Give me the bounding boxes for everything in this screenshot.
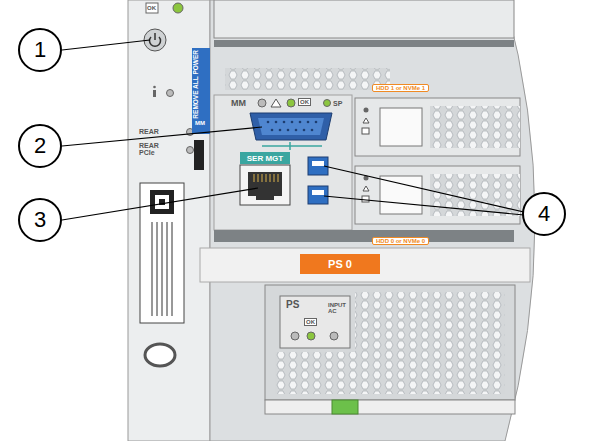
- rail: [214, 40, 514, 47]
- callout-number: 1: [18, 28, 62, 72]
- rj45-port: [240, 165, 290, 205]
- node-text: HDD 1 or NVMe 1: [376, 85, 425, 91]
- port-label: SER MGT: [240, 152, 290, 164]
- vent: [225, 68, 390, 90]
- panel-label: REMOVE ALL POWER: [193, 50, 200, 119]
- node-text: PS 0: [328, 258, 352, 270]
- rail: [214, 230, 514, 242]
- panel-label: REAR PCIe: [139, 142, 167, 156]
- panel-label: REAR: [139, 128, 159, 135]
- ps-band: [200, 248, 530, 282]
- panel-label: OK: [298, 98, 311, 106]
- bay-tag: HDD 0 or NVMe 0: [372, 237, 429, 245]
- vga-port: [250, 113, 332, 140]
- panel-label: OK: [147, 5, 156, 11]
- node-text: SER MGT: [247, 154, 283, 163]
- panel-label: MM: [231, 99, 246, 108]
- upper-slot: [214, 0, 514, 38]
- callout-number: 3: [18, 198, 62, 242]
- handle-hole: [145, 344, 175, 366]
- node-text: 1: [34, 37, 46, 63]
- panel-label: OK: [304, 318, 317, 326]
- left-panel: [128, 0, 210, 441]
- panel-label: SP: [333, 100, 342, 107]
- node-text: 2: [34, 133, 46, 159]
- panel-label: MM: [195, 120, 205, 126]
- panel-label: PS: [286, 300, 299, 310]
- callout-number: 4: [522, 192, 566, 236]
- power-supply: [265, 285, 515, 400]
- node-text: HDD 0 or NVMe 0: [376, 238, 425, 244]
- node-text: 3: [34, 207, 46, 233]
- usb-port: [308, 186, 328, 204]
- ps-handle: [265, 400, 515, 414]
- callout-number: 2: [18, 124, 62, 168]
- chassis: [210, 0, 535, 441]
- node-text: 4: [538, 201, 550, 227]
- blue-band: [192, 48, 210, 134]
- ps-label: PS 0: [300, 254, 380, 274]
- leader-line: [62, 40, 524, 220]
- panel-label: INPUT AC: [328, 302, 344, 314]
- bay-tag: HDD 1 or NVMe 1: [372, 84, 429, 92]
- module: [214, 95, 352, 230]
